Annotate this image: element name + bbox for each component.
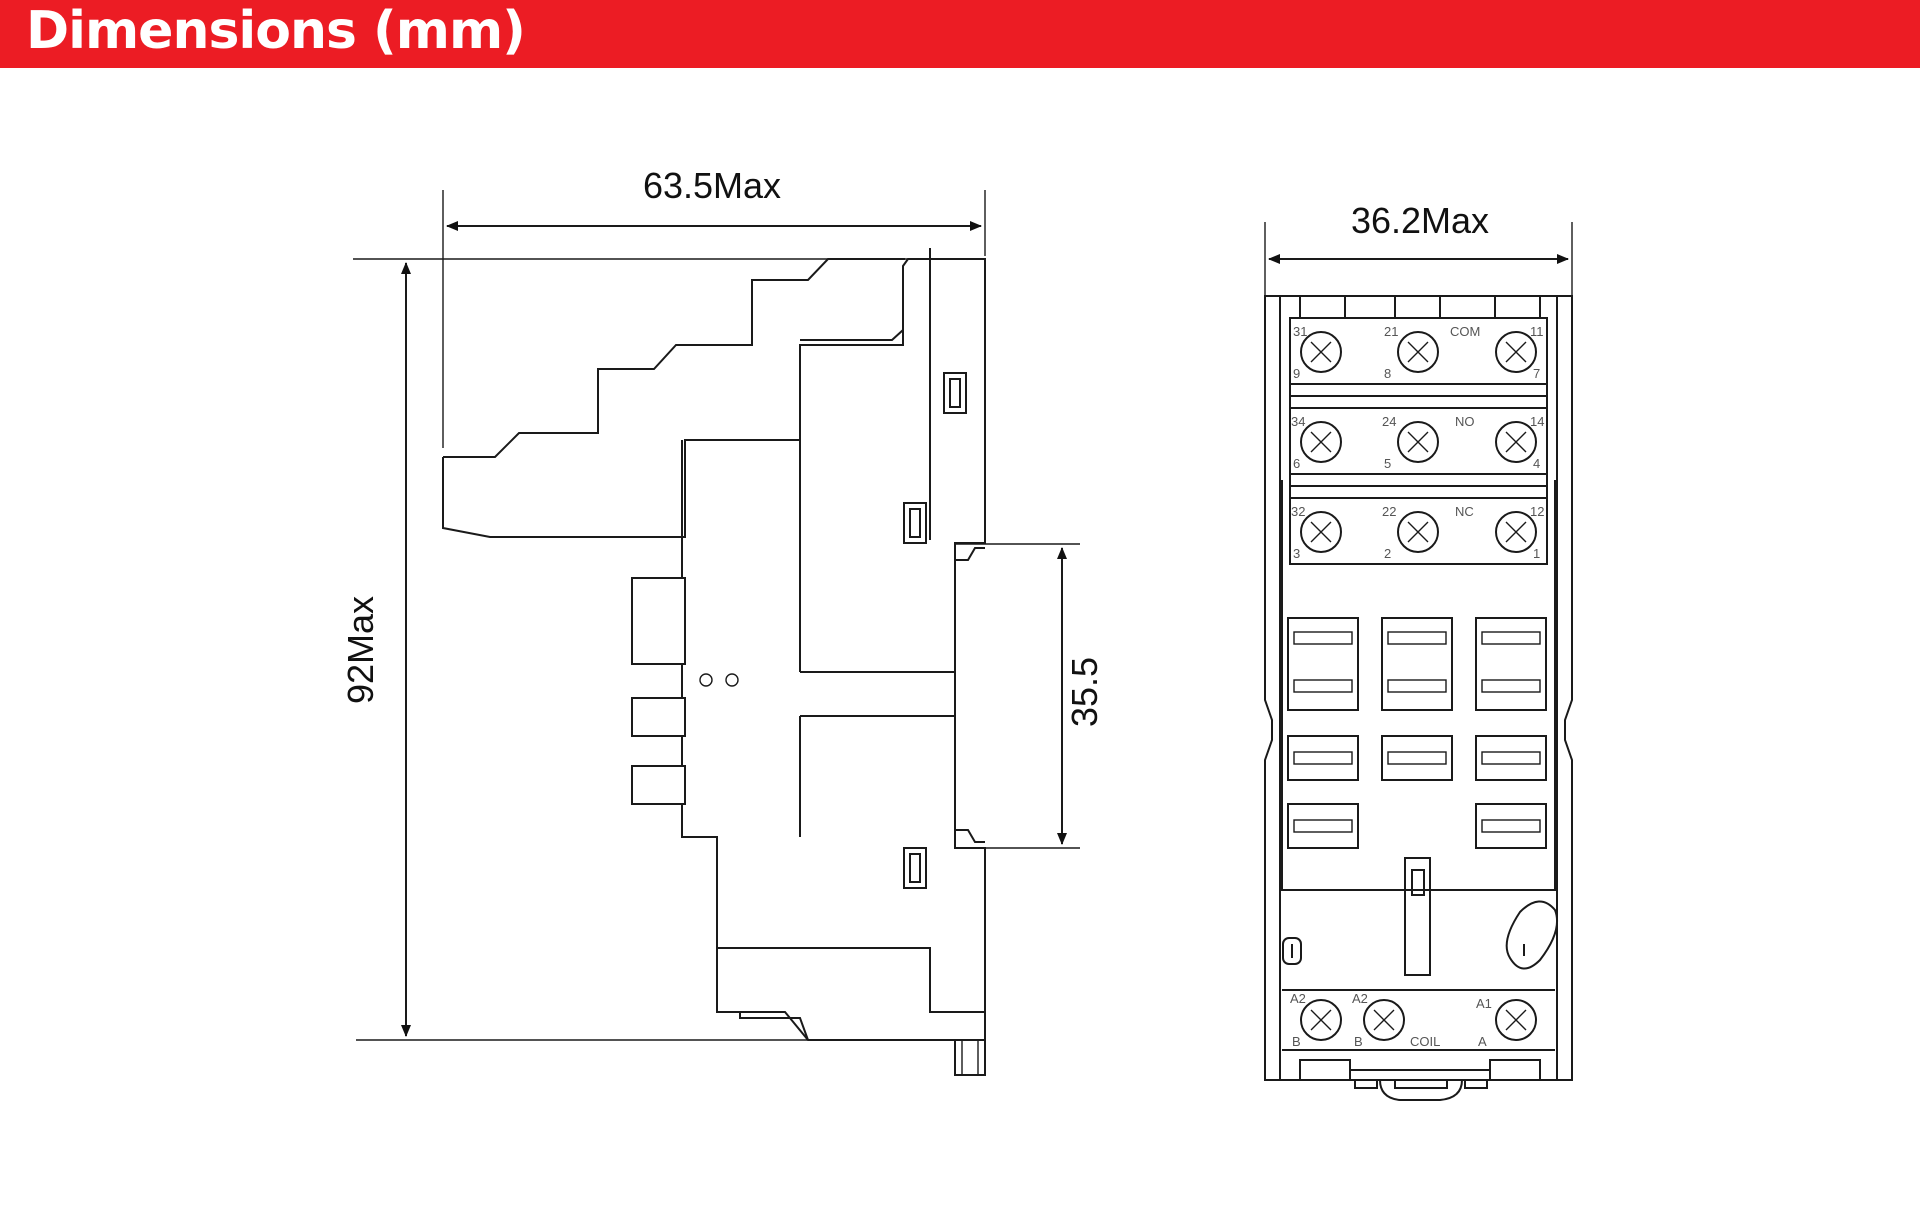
coil-terminals: A2 A2 A1 B B COIL A — [1282, 989, 1555, 1051]
terminal-label: 1 — [1533, 546, 1540, 561]
terminal-label: 24 — [1382, 414, 1396, 429]
terminal-label: COIL — [1410, 1034, 1440, 1049]
terminal-label: 7 — [1533, 366, 1540, 381]
terminal-label: 22 — [1382, 504, 1396, 519]
terminal-label: 11 — [1530, 324, 1544, 339]
terminal-label: 6 — [1293, 456, 1300, 471]
side-body-outline — [442, 258, 986, 1041]
terminal-label: A2 — [1290, 991, 1306, 1006]
terminal-label: B — [1354, 1034, 1363, 1049]
page-title: Dimensions (mm) — [26, 1, 526, 61]
screw-row-3: 32 22 NC 12 3 2 1 — [1291, 504, 1544, 561]
terminal-label: 8 — [1384, 366, 1391, 381]
terminal-label: 32 — [1291, 504, 1305, 519]
rail-height-label: 35.5 — [1064, 657, 1105, 727]
screw-row-2: 34 24 NO 14 6 5 4 — [1291, 414, 1544, 471]
header-bar: Dimensions (mm) — [0, 0, 1920, 68]
terminal-label: 4 — [1533, 456, 1540, 471]
terminal-label: NO — [1455, 414, 1475, 429]
terminal-label: 5 — [1384, 456, 1391, 471]
terminal-label: A2 — [1352, 991, 1368, 1006]
terminal-label: A — [1478, 1034, 1487, 1049]
terminal-label: B — [1292, 1034, 1301, 1049]
side-view: 63.5Max 92Max 35.5 — [340, 165, 1105, 1076]
terminal-label: 3 — [1293, 546, 1300, 561]
terminal-label: COM — [1450, 324, 1480, 339]
socket-slots — [1287, 617, 1547, 849]
terminal-label: 12 — [1530, 504, 1544, 519]
side-width-label: 63.5Max — [643, 165, 781, 206]
terminal-label: 21 — [1384, 324, 1398, 339]
front-view: 36.2Max 31 21 COM 11 9 8 7 — [1264, 200, 1573, 1101]
terminal-label: 34 — [1291, 414, 1305, 429]
front-width-label: 36.2Max — [1351, 200, 1489, 241]
screw-row-1: 31 21 COM 11 9 8 7 — [1293, 324, 1544, 381]
terminal-label: 9 — [1293, 366, 1300, 381]
terminal-label: 31 — [1293, 324, 1307, 339]
terminal-label: A1 — [1476, 996, 1492, 1011]
side-height-label: 92Max — [340, 596, 381, 704]
front-body-outline — [1264, 295, 1573, 1081]
terminal-label: 2 — [1384, 546, 1391, 561]
terminal-label: 14 — [1530, 414, 1544, 429]
terminal-label: NC — [1455, 504, 1474, 519]
